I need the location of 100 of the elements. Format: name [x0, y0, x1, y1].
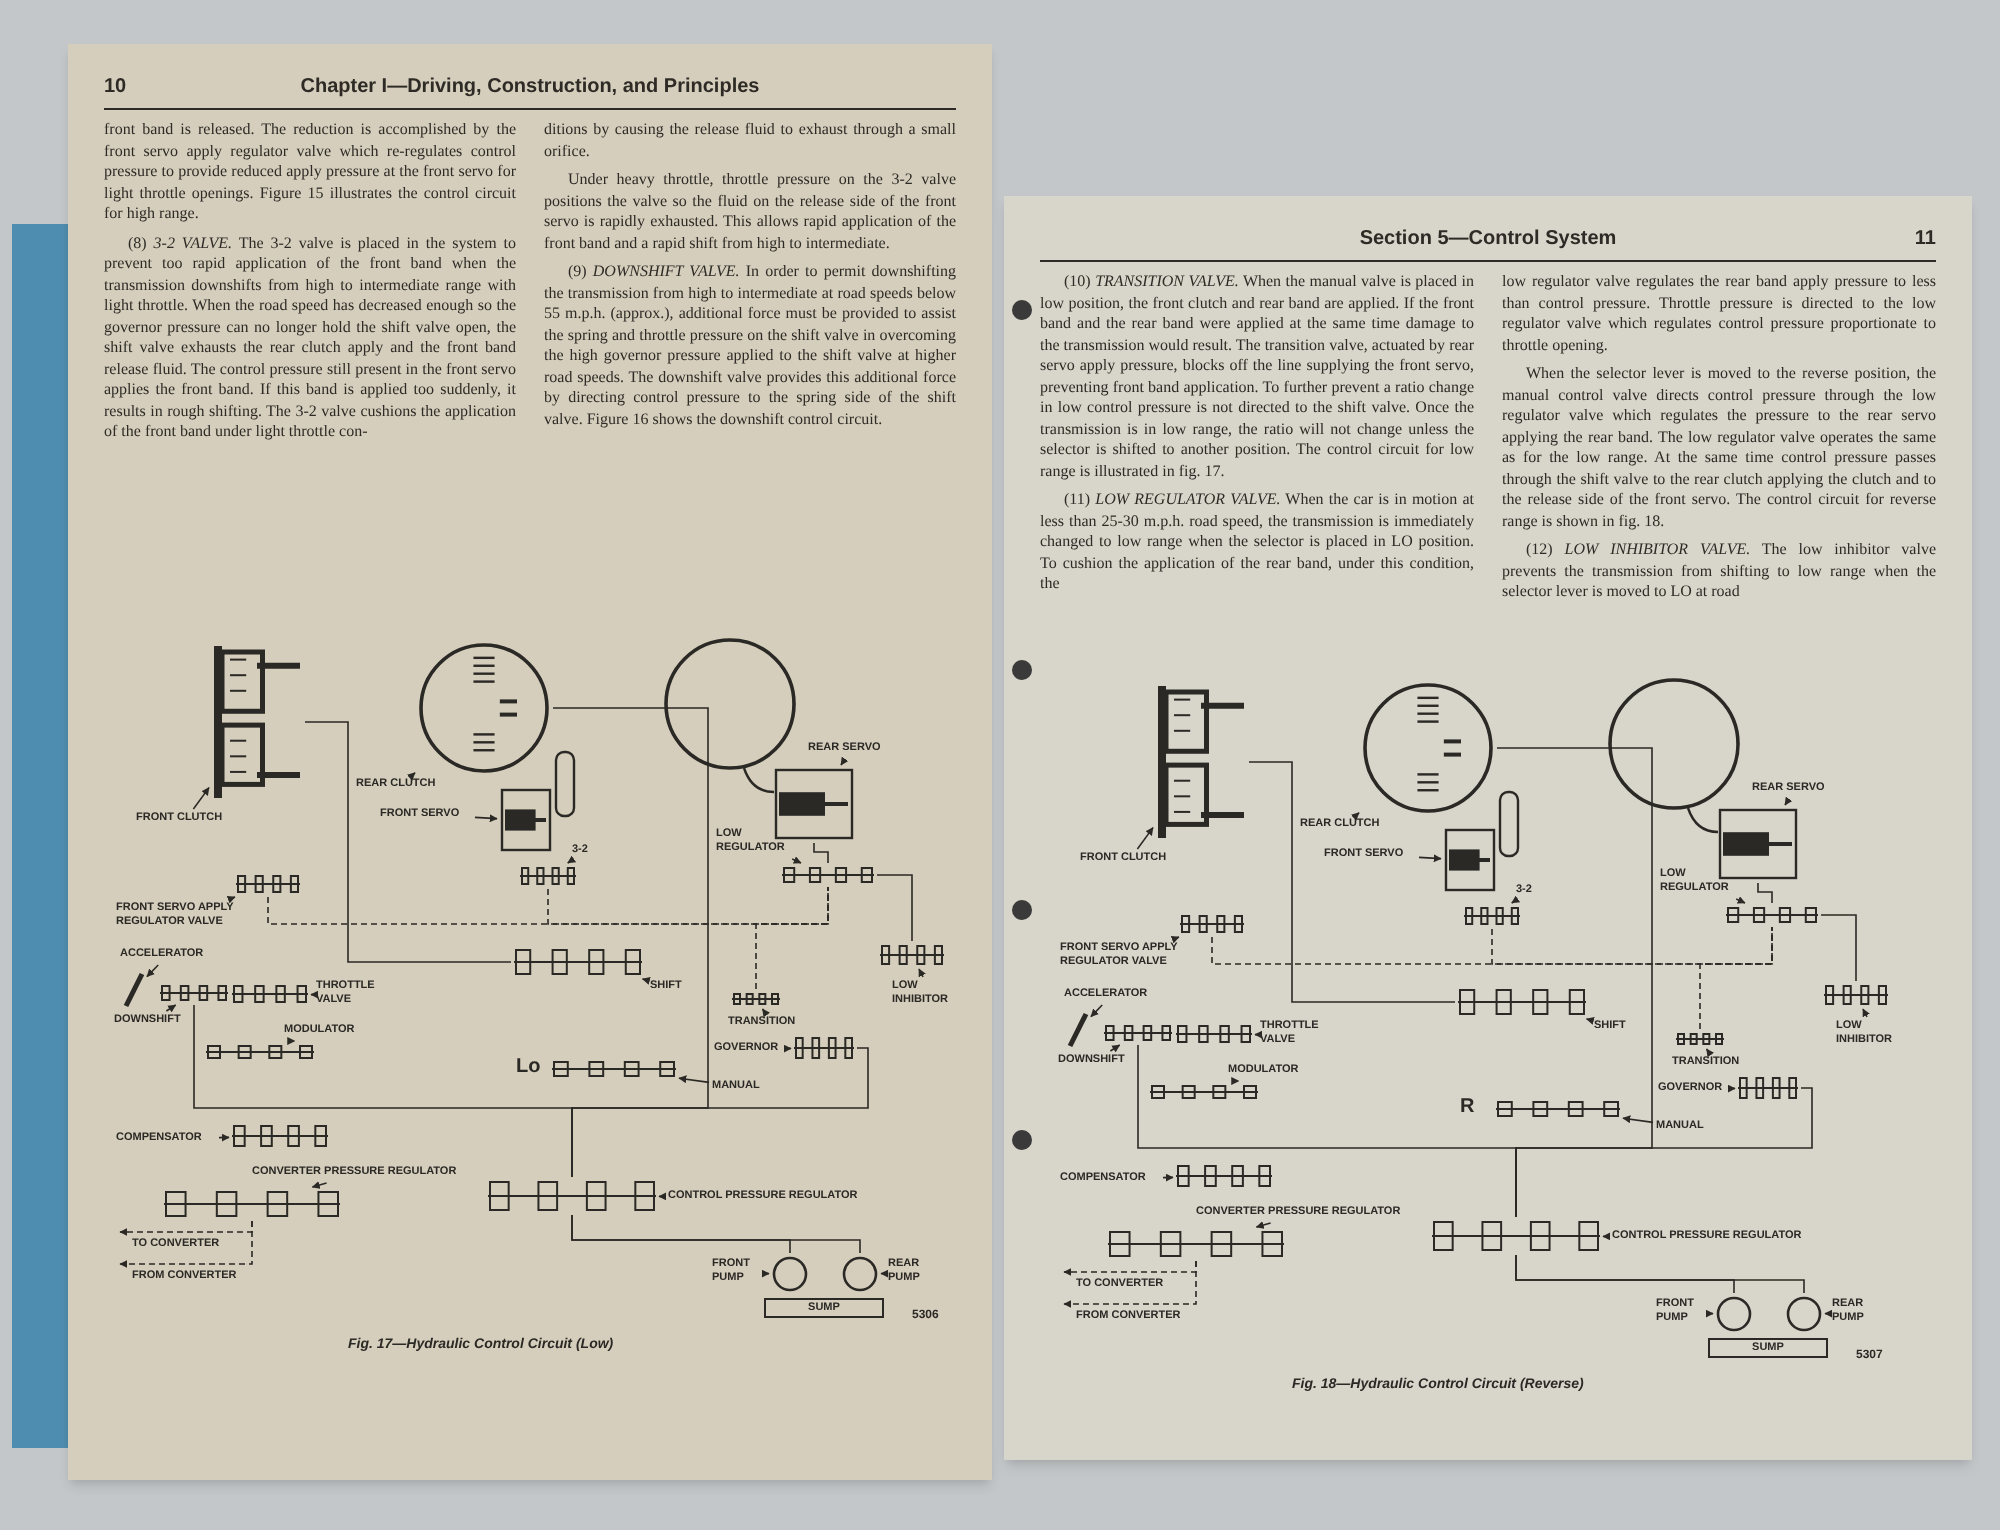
leader-line [880, 1269, 889, 1278]
valve-drawing [1824, 984, 1888, 1006]
valve-drawing [1496, 1100, 1620, 1118]
valve-drawing [1464, 906, 1520, 926]
leader-line [1350, 812, 1360, 821]
leader-line [678, 1075, 710, 1084]
valve-drawing [164, 1190, 340, 1218]
body-paragraph: (8) 3-2 VALVE. The 3-2 valve is placed in the system to prevent too rapid application of the front band when the transmission downshifts from high to intermediate range with light throttle. When the road speed has decreased enough so the governor pressure can no longer hold the shift valve open, the shift valve exhausts the rear clutch apply and the front band release fluid. The control pressure still present in the front servo applies the front band. If this band is applied too suddenly, it results in rough shifting. The 3-2 valve cushions the application of the front band under light throttle con- [104, 233, 516, 443]
leader-line [311, 1181, 328, 1189]
leader-line [1784, 796, 1793, 806]
valve-drawing [1738, 1076, 1798, 1100]
hydraulic-line [1248, 761, 1456, 1003]
valve-drawing [1176, 1164, 1272, 1188]
leader-line [791, 856, 802, 864]
pump-drawing [842, 1256, 878, 1292]
leader-line [1511, 895, 1521, 904]
leader-line [218, 1133, 230, 1142]
hydraulic-line [1491, 926, 1773, 965]
running-head: Section 5—Control System [1357, 226, 1619, 254]
servo-drawing [1444, 828, 1496, 892]
valve-drawing [880, 944, 944, 966]
hydraulic-line [1515, 1087, 1813, 1218]
valve-drawing [1676, 1032, 1724, 1046]
pump-drawing [1786, 1296, 1822, 1332]
clutch-drum-drawing [418, 642, 550, 774]
valve-drawing [1176, 1024, 1252, 1044]
leader-line [1170, 935, 1180, 944]
valve-drawing [782, 866, 874, 884]
page-number: 11 [1912, 226, 1936, 254]
clutch-drum-drawing [1362, 682, 1494, 814]
leader-line [226, 895, 236, 904]
body-paragraph: Under heavy throttle, throttle pressure on the 3-2 valve positions the valve so the fluid on the release side of the front servo is rapidly exhausted. This allows rapid application of the front band and a rapid shift from high to intermediate. [544, 170, 956, 254]
leader-line [474, 814, 498, 823]
leader-line [1824, 1309, 1833, 1318]
arrow [1063, 1260, 1197, 1308]
clutch-drawing [1156, 684, 1246, 840]
leader-line [1862, 1008, 1870, 1018]
leader-line [1090, 1004, 1103, 1018]
leader-line [658, 1192, 667, 1201]
page-number: 10 [104, 74, 129, 102]
leader-line [287, 1037, 296, 1045]
leader-line [1162, 1173, 1174, 1182]
hydraulic-line [813, 842, 829, 864]
leader-line [1109, 1044, 1121, 1053]
leader-line [1705, 1048, 1715, 1058]
hydraulic-line [755, 886, 829, 990]
valve-drawing [1726, 906, 1818, 924]
body-paragraph: (11) LOW REGULATOR VALVE. When the car is in motion at less than 25-30 m.p.h. road speed, the transmission is immediately changed to low range when the selector is placed in LO position. To cushion the application of the rear band, under this condition, the [1040, 490, 1474, 595]
body-paragraph: ditions by causing the release fluid to exhaust through a small orifice. [544, 120, 956, 162]
leader-line [761, 1269, 770, 1278]
leader-line [192, 786, 210, 810]
valve-drawing [1104, 1024, 1172, 1042]
body-paragraph: When the selector lever is moved to the reverse position, the manual control valve directs control pressure through the low regulator valve which regulates the pressure to the rear servo applying the rear band. The low regulator valve operates the same as for the low range. At the same time control pressure passes through the shift valve to the rear clutch applying the clutch and to the release side of the front servo. The control circuit for reverse range is shown in fig. 18. [1502, 364, 1936, 532]
arrow [119, 1220, 253, 1268]
leader-line [406, 772, 416, 781]
leader-line [310, 990, 319, 999]
body-paragraph: front band is released. The reduction is accomplished by the front servo apply regulator valve which re-regulates control pressure to provide reduced apply pressure at the front servo for light throttle openings. Figure 15 illustrates the control circuit for high range. [104, 120, 516, 225]
pump-drawing [772, 1256, 808, 1292]
hydraulic-line [1820, 914, 1857, 982]
leader-line [1231, 1077, 1240, 1085]
leader-line [840, 756, 849, 766]
valve-drawing [232, 1124, 328, 1148]
valve-drawing [160, 984, 228, 1002]
leader-line [761, 1008, 771, 1018]
leader-line [1418, 854, 1442, 863]
valve-drawing [794, 1036, 854, 1060]
leader-line [1735, 896, 1746, 904]
leader-line [1254, 1030, 1263, 1039]
valve-drawing [1180, 914, 1244, 934]
hydraulic-line [547, 886, 829, 925]
leader-line [1585, 1017, 1595, 1025]
hydraulic-line [876, 874, 913, 942]
valve-drawing [552, 1060, 676, 1078]
leader-line [1727, 1084, 1736, 1093]
leader-line [783, 1044, 792, 1053]
body-paragraph: (9) DOWNSHIFT VALVE. In order to permit downshifting the transmission from high to intermediate at road speeds below 55 m.p.h. (approx.), additional force must be provided to assist the spring and throttle pressure on the shift valve in overcoming the high governor pressure applied to the shift valve at higher road speeds. The downshift valve provides this additional force by directing control pressure to the spring side of the shift valve. Figure 16 shows the downshift control circuit. [544, 262, 956, 430]
leader-line [1255, 1221, 1272, 1229]
valve-drawing [1150, 1084, 1258, 1100]
valve-drawing [1108, 1230, 1284, 1258]
hydraulic-line [1699, 926, 1773, 1030]
pedal-rod-drawing [1068, 1012, 1088, 1048]
leader-line [641, 977, 651, 985]
hydraulic-line [1515, 1254, 1805, 1294]
valve-drawing [1458, 988, 1586, 1016]
leader-line [1136, 826, 1154, 850]
hydraulic-line [304, 721, 512, 963]
leader-line [146, 964, 159, 978]
valve-drawing [488, 1180, 656, 1212]
valve-drawing [232, 984, 308, 1004]
range-letter: Lo [516, 1058, 541, 1078]
range-letter: R [1460, 1098, 1475, 1118]
valve-drawing [520, 866, 576, 886]
pump-drawing [1716, 1296, 1752, 1332]
leader-line [567, 855, 577, 864]
servo-drawing [774, 768, 854, 840]
hydraulic-line [1757, 882, 1773, 904]
leader-line [918, 968, 926, 978]
leader-line [1705, 1309, 1714, 1318]
valve-drawing [236, 874, 300, 894]
valve-drawing [514, 948, 642, 976]
